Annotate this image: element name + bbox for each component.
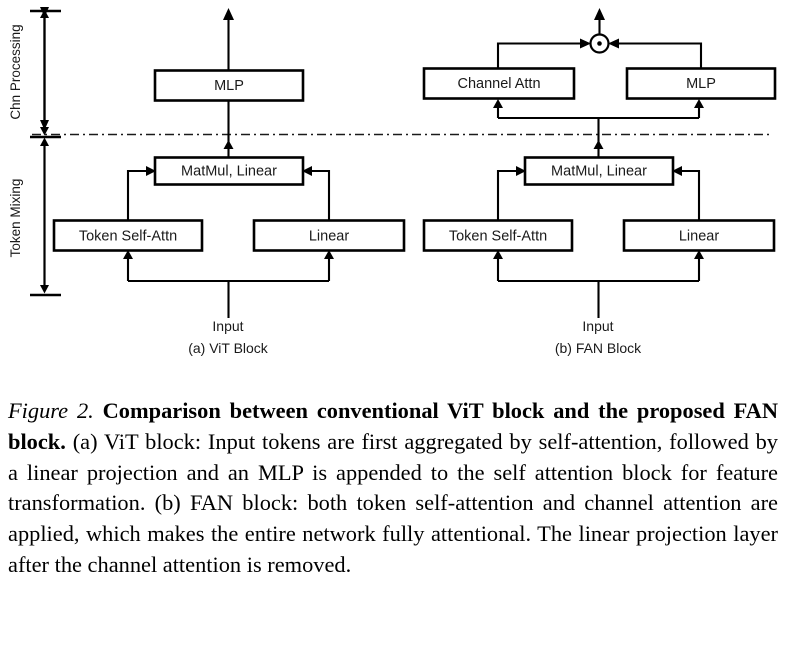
fan-wire-mlp-to-operator: [619, 42, 703, 69]
vit-node-token-self-attn-label: Token Self-Attn: [79, 228, 177, 244]
figure-caption-body: (a) ViT block: Input tokens are first ag…: [8, 428, 778, 577]
fan-arrow-to-channel-attn: [493, 99, 503, 108]
fan-node-matmul-linear-label: MatMul, Linear: [551, 163, 647, 179]
vit-block-diagram: Token Self-Attn Linear MatMul, Linear: [52, 8, 406, 356]
vit-input-label: Input: [212, 318, 243, 334]
fan-wire-channel-attn-to-operator: [496, 42, 580, 69]
fan-arrow-mlp-to-operator: [608, 38, 619, 49]
vit-arrow-to-token-self-attn: [123, 250, 133, 259]
fan-wire-linear-to-matmul: [682, 169, 701, 221]
bracket-label-chn-processing: Chn Processing: [8, 24, 23, 119]
vit-node-linear-label: Linear: [309, 228, 349, 244]
vit-output-arrow: [223, 8, 234, 20]
bracket-token-mixing: Token Mixing: [8, 135, 61, 297]
figure-image: Chn Processing Token Mixing: [8, 7, 777, 356]
fan-node-mlp[interactable]: [625, 67, 777, 100]
fan-node-linear-label: Linear: [679, 228, 719, 244]
bracket-chn-processing: Chn Processing: [8, 7, 61, 136]
vit-node-linear[interactable]: [252, 219, 406, 252]
fan-node-token-self-attn[interactable]: [422, 219, 574, 252]
fan-node-token-self-attn-label: Token Self-Attn: [449, 228, 547, 244]
fan-node-mlp-label: MLP: [686, 76, 716, 92]
figure-caption-title: Comparison between conventional ViT bloc…: [8, 398, 779, 454]
bracket-label-token-mixing: Token Mixing: [8, 179, 23, 258]
fan-arrow-to-linear: [694, 250, 704, 259]
vit-arrow-matmul-into-divider: [223, 140, 234, 149]
vit-arrow-to-linear: [324, 250, 334, 259]
elementwise-product-dot-icon: [597, 41, 602, 46]
vit-arrow-tsa-to-matmul: [146, 166, 156, 176]
figure-caption: Figure 2. Comparison between conventiona…: [8, 396, 778, 581]
vit-node-mlp-label: MLP: [214, 78, 244, 94]
fan-node-matmul-linear[interactable]: [523, 156, 675, 186]
vit-wire-tsa-to-matmul: [126, 169, 146, 221]
fan-arrow-linear-to-matmul: [672, 166, 682, 176]
fan-arrow-to-mlp: [694, 99, 704, 108]
fan-block-diagram: Token Self-Attn Linear MatMul, Linear: [422, 8, 777, 356]
fan-node-channel-attn[interactable]: [422, 67, 576, 100]
vit-wire-linear-to-matmul: [312, 169, 331, 221]
vit-node-token-self-attn[interactable]: [52, 219, 204, 252]
vit-node-matmul-linear[interactable]: [153, 156, 305, 186]
figure-number: Figure 2.: [8, 398, 94, 423]
vit-node-matmul-linear-label: MatMul, Linear: [181, 163, 277, 179]
fan-arrow-channel-attn-to-operator: [580, 38, 591, 49]
fan-arrow-tsa-to-matmul: [516, 166, 526, 176]
vit-block-caption: (a) ViT Block: [188, 340, 269, 356]
fan-arrow-to-token-self-attn: [493, 250, 503, 259]
vit-arrow-linear-to-matmul: [302, 166, 312, 176]
fan-wire-tsa-to-matmul: [496, 169, 516, 221]
fan-block-caption: (b) FAN Block: [555, 340, 642, 356]
block-diagram: Chn Processing Token Mixing: [8, 7, 777, 356]
fan-output-arrow: [594, 8, 605, 20]
fan-input-label: Input: [582, 318, 613, 334]
fan-node-linear[interactable]: [622, 219, 776, 252]
fan-arrow-matmul-into-divider: [593, 140, 604, 149]
fan-node-channel-attn-label: Channel Attn: [457, 76, 540, 92]
